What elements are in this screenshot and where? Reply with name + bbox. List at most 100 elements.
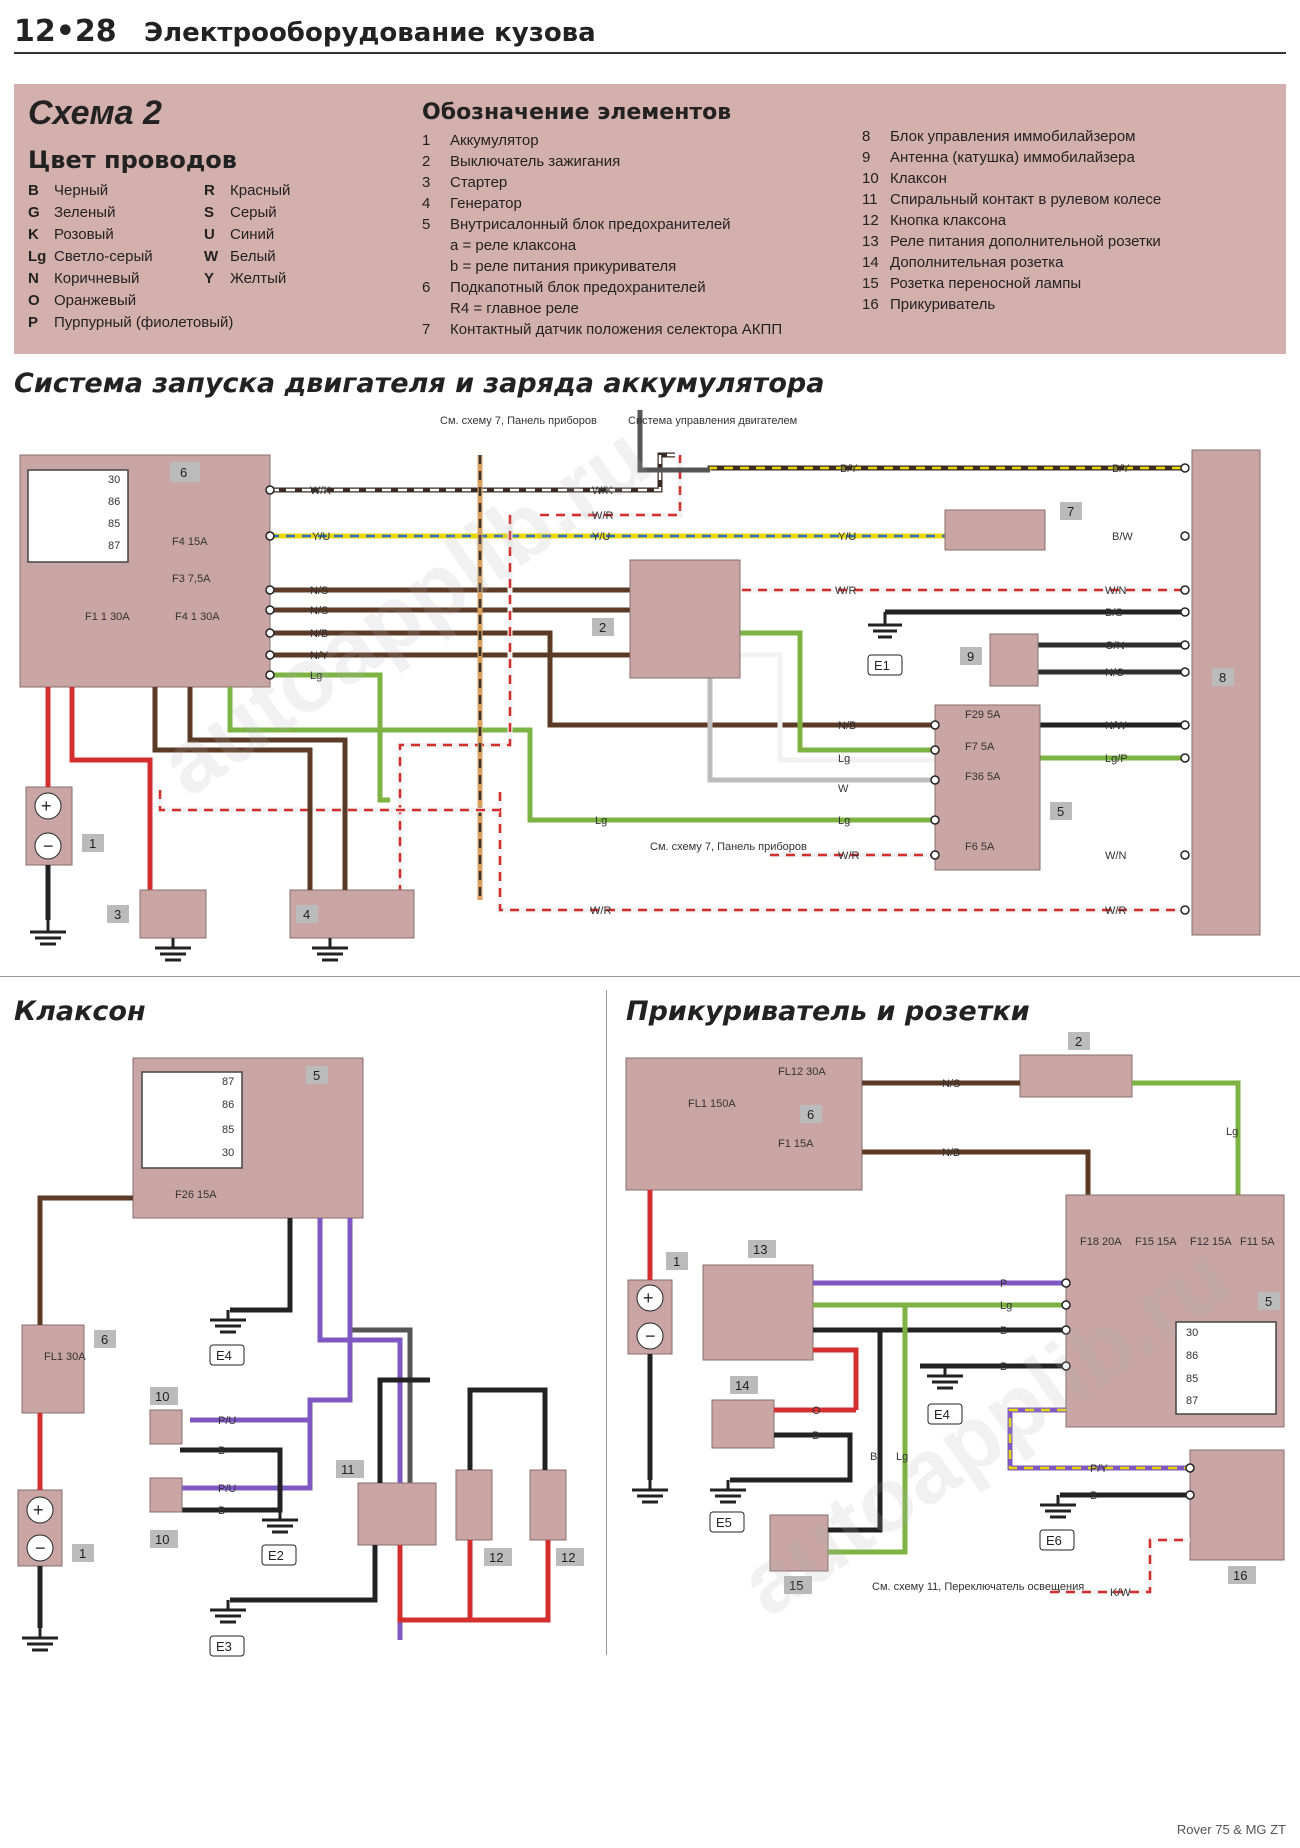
note-scheme7: См. схему 7, Панель приборов — [440, 415, 597, 427]
relay-pin-label: 87 — [1186, 1395, 1198, 1407]
component-label: 5 — [1265, 1294, 1272, 1309]
note-scheme7: См. схему 7, Панель приборов — [650, 841, 807, 853]
wire-label: N/B — [310, 628, 328, 640]
svg-text:+: + — [643, 1288, 654, 1308]
wire-label: O — [812, 1405, 821, 1417]
ground-label: E4 — [216, 1348, 232, 1363]
accessory-socket — [711, 1399, 775, 1449]
section-divider — [0, 976, 1300, 977]
fuse-label: F15 15A — [1135, 1236, 1177, 1248]
horn — [149, 1477, 183, 1513]
wire-label: P/Y — [1090, 1463, 1108, 1475]
ground-label: E6 — [1046, 1533, 1062, 1548]
element-item: a = реле клаксона — [450, 237, 577, 254]
wire-label: B — [870, 1451, 877, 1463]
fuse-label: F4 1 30A — [175, 611, 220, 623]
wire-label: N/B — [942, 1147, 960, 1159]
component-label: 10 — [155, 1532, 169, 1547]
cigar-lighter — [1189, 1449, 1285, 1561]
component-label: 16 — [1233, 1568, 1247, 1583]
ignition-switch — [629, 559, 741, 679]
wire-label: W/N — [1105, 585, 1126, 597]
transmission-selector-switch — [944, 509, 1046, 551]
component-label: 12 — [489, 1550, 503, 1565]
accessory-socket-relay — [702, 1264, 814, 1361]
interior-fuse-box — [934, 704, 1041, 871]
wire-label: B — [1000, 1325, 1007, 1337]
fuse-label: F7 5A — [965, 741, 995, 753]
fuse-label: F18 20A — [1080, 1236, 1122, 1248]
wire-label: W/K — [592, 485, 613, 497]
ground-label: E4 — [934, 1407, 950, 1422]
relay-pin-label: 30 — [108, 474, 120, 486]
fuse-label: F29 5A — [965, 709, 1001, 721]
component-label: 11 — [341, 1462, 355, 1477]
fuse-label: F4 15A — [172, 536, 208, 548]
ground-label: E3 — [216, 1639, 232, 1654]
component-label: 15 — [789, 1578, 803, 1593]
elements-title: Обозначение элементов — [422, 100, 732, 125]
wire-label: B — [218, 1505, 225, 1517]
relay-pin-label: 86 — [1186, 1350, 1198, 1362]
fuse-label: FL1 30A — [44, 1351, 86, 1363]
wire-label: W/K — [310, 485, 331, 497]
svg-text:+: + — [33, 1500, 44, 1520]
horn-button — [455, 1469, 493, 1541]
wire-label: P — [1000, 1278, 1007, 1290]
ignition-switch — [1019, 1054, 1133, 1098]
component-label: 6 — [101, 1332, 108, 1347]
component-label: 3 — [114, 907, 121, 922]
wire-label: W/R — [1105, 905, 1126, 917]
relay-pin-label: 85 — [222, 1124, 234, 1136]
wire-label: B/S — [1105, 607, 1123, 619]
fuse-label: F1 1 30A — [85, 611, 130, 623]
component-label: 10 — [155, 1389, 169, 1404]
component-label: 1 — [79, 1546, 86, 1561]
wire-colors-title: Цвет проводов — [28, 146, 237, 174]
component-label: 6 — [180, 465, 187, 480]
wire-label: N/S — [310, 585, 328, 597]
component-label: 5 — [1057, 804, 1064, 819]
component-label: 2 — [1075, 1034, 1082, 1049]
element-item: R4 = главное реле — [450, 300, 579, 317]
component-label: 6 — [807, 1107, 814, 1122]
ground-label: E1 — [874, 658, 890, 673]
relay-pin-label: 85 — [108, 518, 120, 530]
wire-label: Lg — [1000, 1300, 1012, 1312]
wire-label: N/O — [1105, 667, 1125, 679]
wire-label: P/U — [218, 1483, 236, 1495]
immobiliser-ecu — [1191, 449, 1261, 936]
fuse-label: FL1 150A — [688, 1098, 736, 1110]
wire-label: N/Y — [310, 650, 329, 662]
note-engine-control: Система управления двигателем — [628, 415, 797, 427]
fuse-label: F11 5A — [1240, 1236, 1275, 1248]
wire-label: B/Y — [840, 463, 858, 475]
component-label: 14 — [735, 1378, 749, 1393]
page-number: 12•28 — [14, 14, 117, 49]
component-label: 7 — [1067, 504, 1074, 519]
relay-pin-label: 86 — [222, 1099, 234, 1111]
element-item: b = реле питания прикуривателя — [450, 258, 677, 275]
starter — [139, 889, 207, 939]
